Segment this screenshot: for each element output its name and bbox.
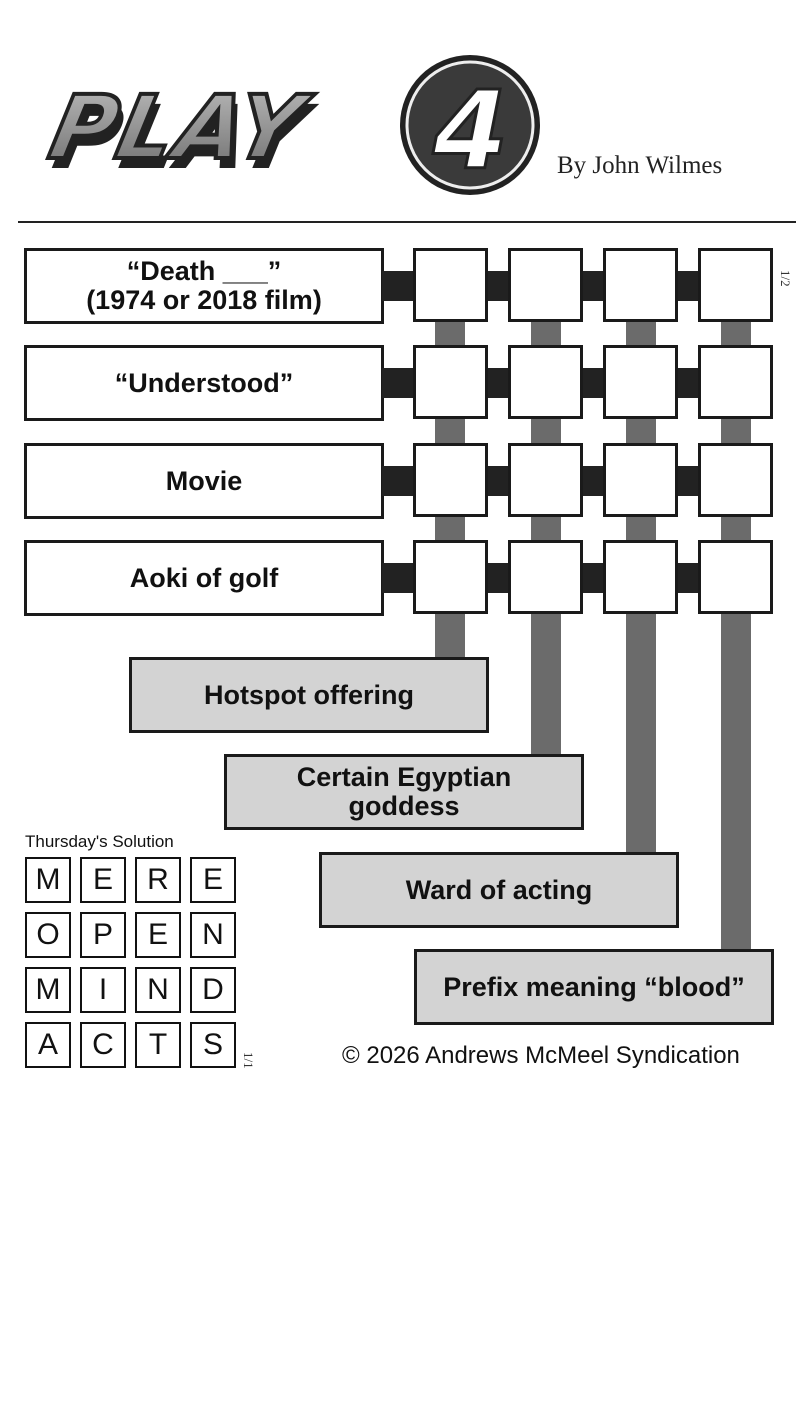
answer-cell-r1c1[interactable] (413, 248, 488, 322)
answer-cell-r3c3[interactable] (603, 443, 678, 517)
answer-cell-r3c4[interactable] (698, 443, 773, 517)
answer-cell-r2c1[interactable] (413, 345, 488, 419)
row-connector (382, 563, 414, 593)
down-clue-1: Hotspot offering (129, 657, 489, 733)
answer-cell-r4c1[interactable] (413, 540, 488, 614)
row-connector (382, 368, 414, 398)
solution-cell: N (190, 912, 236, 958)
solution-cell: S (190, 1022, 236, 1068)
play4-logo: PLAY PLAY 4 (40, 55, 540, 196)
solution-cell: E (135, 912, 181, 958)
down-clue-1-line1: Hotspot offering (204, 679, 414, 710)
svg-text:4: 4 (432, 69, 508, 194)
down-clue-2-line1: Certain Egyptian (296, 762, 512, 792)
row-connector (487, 466, 509, 496)
row-connector (677, 563, 699, 593)
header-divider (18, 221, 796, 223)
answer-cell-r1c3[interactable] (603, 248, 678, 322)
solution-cell: N (135, 967, 181, 1013)
answer-cell-r2c4[interactable] (698, 345, 773, 419)
across-clue-4-line1: Aoki of golf (129, 562, 279, 593)
across-clue-4: Aoki of golf (24, 540, 384, 616)
row-connector (582, 466, 604, 496)
answer-cell-r3c1[interactable] (413, 443, 488, 517)
solution-cell: O (25, 912, 71, 958)
down-clue-3-line1: Ward of acting (405, 874, 593, 905)
answer-cell-r3c2[interactable] (508, 443, 583, 517)
row-connector (582, 563, 604, 593)
puzzle-board: “Death ___”(1974 or 2018 film) 1/2 “Unde… (24, 248, 793, 1073)
solution-cell: M (25, 857, 71, 903)
down-clue-4: Prefix meaning “blood” (414, 949, 774, 1025)
solution-cell: P (80, 912, 126, 958)
solution-tag: 1/1 (241, 1052, 256, 1069)
solution-cell: I (80, 967, 126, 1013)
row-connector (677, 466, 699, 496)
svg-text:PLAY: PLAY (46, 86, 324, 189)
solution-cell: E (190, 857, 236, 903)
row-connector (382, 466, 414, 496)
answer-cell-r4c2[interactable] (508, 540, 583, 614)
answer-cell-r4c4[interactable] (698, 540, 773, 614)
answer-cell-r2c3[interactable] (603, 345, 678, 419)
down-clue-2-line2: goddess (348, 791, 460, 821)
down-clue-4-line1: Prefix meaning “blood” (443, 971, 745, 1002)
byline: By John Wilmes (557, 152, 723, 179)
solution-grid: M E R E O P E N M I N D A C T S (25, 857, 241, 1073)
solution-cell: A (25, 1022, 71, 1068)
across-clue-1-line2: (1974 or 2018 film) (86, 285, 322, 315)
answer-cell-r1c4[interactable] (698, 248, 773, 322)
solution-cell: T (135, 1022, 181, 1068)
down-clue-3: Ward of acting (319, 852, 679, 928)
solution-cell: E (80, 857, 126, 903)
row-connector (382, 271, 414, 301)
across-clue-3-line1: Movie (165, 465, 243, 496)
answer-cell-r2c2[interactable] (508, 345, 583, 419)
row-connector (677, 368, 699, 398)
across-clue-1: “Death ___”(1974 or 2018 film) (24, 248, 384, 324)
across-clue-2-line1: “Understood” (114, 367, 294, 398)
row-connector (582, 368, 604, 398)
row-connector (487, 368, 509, 398)
svg-text:PLAY: PLAY (42, 76, 320, 179)
solution-title: Thursday's Solution (25, 832, 174, 851)
row-connector (677, 271, 699, 301)
solution-cell: M (25, 967, 71, 1013)
solution-cell: D (190, 967, 236, 1013)
answer-cell-r1c2[interactable] (508, 248, 583, 322)
solution-cell: R (135, 857, 181, 903)
row-connector (487, 563, 509, 593)
across-clue-2: “Understood” (24, 345, 384, 421)
row-connector (487, 271, 509, 301)
answer-cell-r4c3[interactable] (603, 540, 678, 614)
copyright: © 2026 Andrews McMeel Syndication (342, 1042, 740, 1069)
puzzle-tag: 1/2 (778, 270, 793, 287)
across-clue-3: Movie (24, 443, 384, 519)
down-connector-4 (721, 320, 751, 952)
row-connector (582, 271, 604, 301)
solution-cell: C (80, 1022, 126, 1068)
across-clue-1-line1: “Death ___” (126, 256, 282, 286)
